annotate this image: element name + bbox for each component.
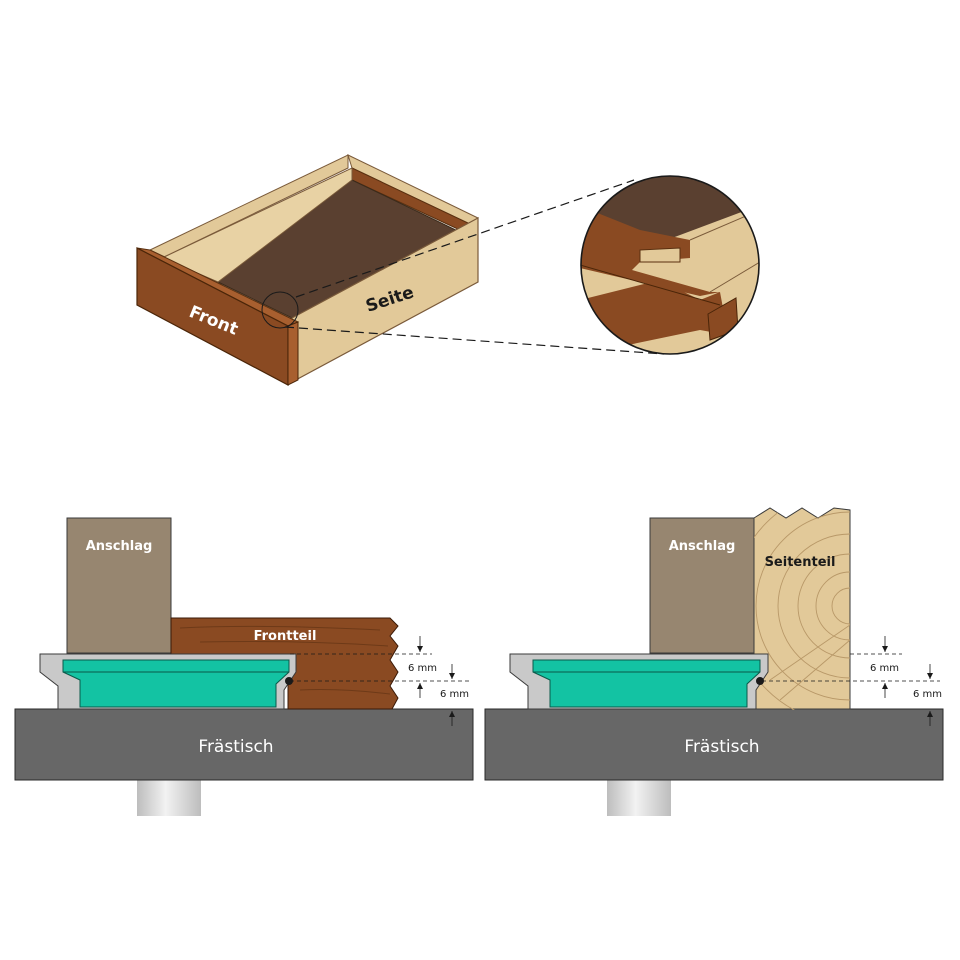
left-spindle: [137, 780, 201, 816]
detail-marker: [261, 291, 299, 329]
right-fence: [649, 517, 755, 654]
left-bearing: [285, 677, 293, 685]
right-end-grain: [754, 508, 850, 710]
right-table-label: Frästisch: [684, 737, 759, 757]
joint-detail-zoom: [581, 176, 759, 354]
right-spindle: [607, 780, 671, 816]
right-router-table: [484, 708, 944, 781]
right-dim-upper: 6 mm: [870, 663, 899, 674]
left-table-label: Frästisch: [198, 737, 273, 757]
drawer-front-edge: [287, 321, 299, 386]
right-dim-lower: 6 mm: [913, 689, 942, 700]
left-dim-upper: 6 mm: [408, 663, 437, 674]
left-cutter: [62, 659, 290, 708]
joint-detail-border: [580, 175, 760, 355]
zoom-leader-lines: [284, 179, 665, 355]
right-router-panel: Frästisch Anschlag Seitenteil: [484, 507, 944, 816]
left-router-table: [14, 708, 474, 781]
drawer: Front Seite: [136, 154, 479, 386]
left-workpiece-label: Frontteil: [254, 629, 317, 644]
right-workpiece-label: Seitenteil: [765, 555, 836, 570]
left-dim-lower: 6 mm: [440, 689, 469, 700]
right-fence-label: Anschlag: [669, 539, 736, 554]
right-workpiece: [753, 507, 851, 710]
right-cutter: [532, 659, 761, 708]
left-fence-label: Anschlag: [86, 539, 153, 554]
right-bearing: [756, 677, 764, 685]
left-fence: [66, 517, 172, 654]
left-router-panel: Frästisch Anschlag Frontteil: [14, 517, 474, 816]
